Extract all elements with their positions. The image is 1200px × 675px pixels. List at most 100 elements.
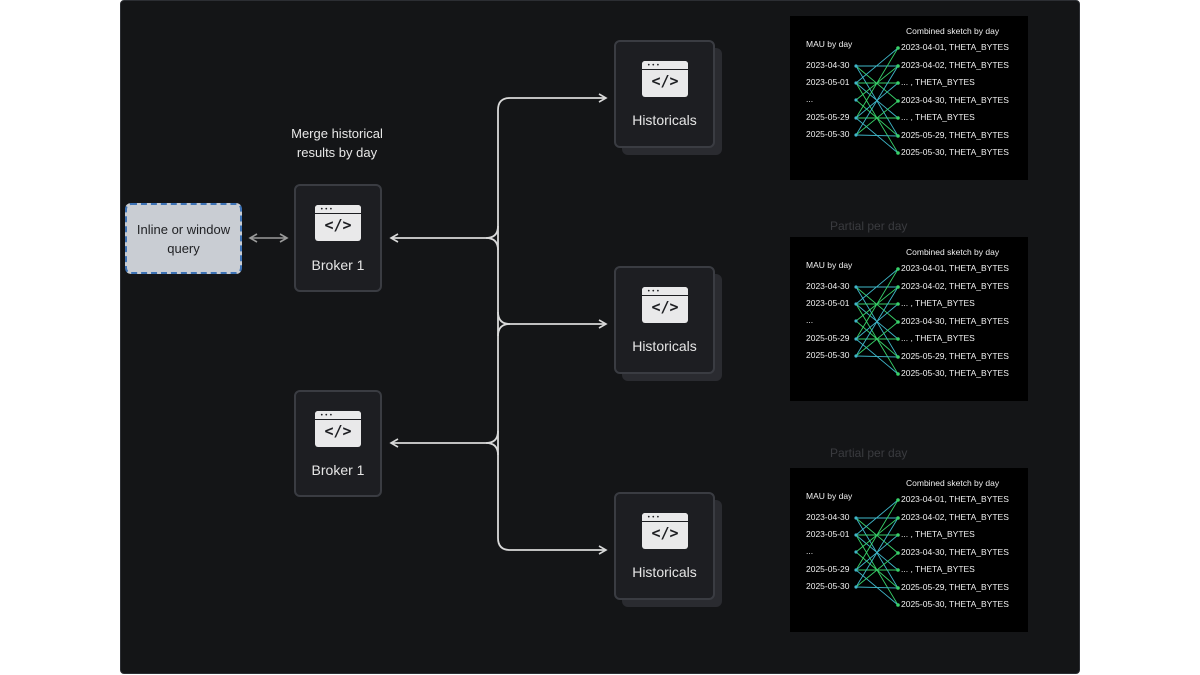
sketch-right-item: 2023-04-02, THETA_BYTES [901,60,1009,70]
sketch-right-item: 2025-05-29, THETA_BYTES [901,130,1009,140]
sketch-node [854,116,858,120]
sketch-right-item: ... , THETA_BYTES [901,529,975,539]
sketch-right-item: 2023-04-01, THETA_BYTES [901,42,1009,52]
sketch-right-item: ... , THETA_BYTES [901,333,975,343]
sketch-node [896,551,900,555]
sketch-right-item: 2025-05-30, THETA_BYTES [901,368,1009,378]
sketch-node [896,302,900,306]
sketch-right-item: 2025-05-29, THETA_BYTES [901,351,1009,361]
sketch-right-item: 2023-04-30, THETA_BYTES [901,547,1009,557]
query-line2: query [167,240,200,256]
sketch-left-item: 2023-05-01 [806,529,850,539]
sketch-node [896,516,900,520]
sketch-right-item: 2023-04-01, THETA_BYTES [901,263,1009,273]
sketch-right-item: 2023-04-01, THETA_BYTES [901,494,1009,504]
merge-label-line2: results by day [296,145,378,160]
sketch-node [896,337,900,341]
sketch-left-item: 2023-05-01 [806,77,850,87]
sketch-left-item: ... [806,546,814,556]
sketch-node [854,516,858,520]
broker-node[interactable]: •••</> Broker 1 [294,390,382,497]
sketch-node [854,568,858,572]
sketch-link [855,355,899,358]
sketch-node [854,354,858,358]
historicals-node[interactable]: •••</> Historicals [614,40,715,148]
historicals-label: Historicals [632,338,697,354]
sketch-right-item: ... , THETA_BYTES [901,112,975,122]
sketch-right-item: 2025-05-30, THETA_BYTES [901,147,1009,157]
sketch-link [855,268,899,305]
sketch-node [896,99,900,103]
sketch-node [896,64,900,68]
sketch-title: Combined sketch by day [906,478,1000,488]
sketch-link [855,268,899,340]
sketch-link [855,286,899,357]
sketch-node [854,81,858,85]
sketch-right-item: 2023-04-02, THETA_BYTES [901,281,1009,291]
sketch-link [855,47,899,119]
sketch-title: Combined sketch by day [906,247,1000,257]
sketch-node [896,116,900,120]
sketch-links [854,46,900,155]
window-code-icon: •••</> [315,411,361,447]
sketch-node [896,285,900,289]
sketch-left-item: 2023-04-30 [806,281,850,291]
sketch-node [896,533,900,537]
sketch-right-item: ... , THETA_BYTES [901,298,975,308]
sketch-link [855,552,899,588]
sketch-right-item: 2023-04-30, THETA_BYTES [901,95,1009,105]
broker-label: Broker 1 [311,462,365,478]
sketch-node [854,302,858,306]
sketch-left-item: 2025-05-29 [806,112,850,122]
sketch-node [896,81,900,85]
sketch-title: Combined sketch by day [906,26,1000,36]
sketch-left-item: ... [806,94,814,104]
sketch-left-item: 2025-05-30 [806,350,850,360]
sketch-node [896,320,900,324]
merge-label: Merge historical results by day [276,124,398,162]
sketch-right-item: ... , THETA_BYTES [901,564,975,574]
sketch-node [896,267,900,271]
sketch-right-item: 2025-05-29, THETA_BYTES [901,582,1009,592]
sketch-link [855,517,899,588]
sketch-left-header: MAU by day [806,39,853,49]
sketch-left-item: 2025-05-30 [806,129,850,139]
sketch-left-header: MAU by day [806,491,853,501]
sketch-left-header: MAU by day [806,260,853,270]
window-code-icon: •••</> [315,205,361,241]
merge-label-line1: Merge historical [291,126,383,141]
sketch-right-item: 2025-05-30, THETA_BYTES [901,599,1009,609]
sketch-node [896,355,900,359]
sketch-left-item: 2023-05-01 [806,298,850,308]
sketch-left-item: 2023-04-30 [806,60,850,70]
sketch-link [855,134,899,137]
sketch-node [854,585,858,589]
broker-node[interactable]: •••</> Broker 1 [294,184,382,292]
sketch-link [855,499,899,536]
sketch-node [854,533,858,537]
sketch-link [855,321,899,357]
sketch-node [896,46,900,50]
sketch-link [855,499,899,571]
partial-label: Partial per day [830,219,908,233]
query-line1: Inline or window [136,221,231,237]
sketch-node [854,133,858,137]
sketch-node [896,372,900,376]
sketch-right-item: 2023-04-02, THETA_BYTES [901,512,1009,522]
sketch-left-item: 2025-05-29 [806,564,850,574]
query-box[interactable]: Inline or window query [125,203,242,274]
historicals-node[interactable]: •••</> Historicals [614,266,715,374]
sketch-links [854,498,900,607]
broker-label: Broker 1 [311,257,365,273]
historicals-node[interactable]: •••</> Historicals [614,492,715,600]
window-code-icon: •••</> [642,287,688,323]
sketch-link [855,65,899,136]
sketch-right-item: 2023-04-30, THETA_BYTES [901,316,1009,326]
sketch-links [854,267,900,376]
sketch-node [896,568,900,572]
historicals-label: Historicals [632,112,697,128]
sketch-link [855,47,899,84]
sketch-node [896,603,900,607]
